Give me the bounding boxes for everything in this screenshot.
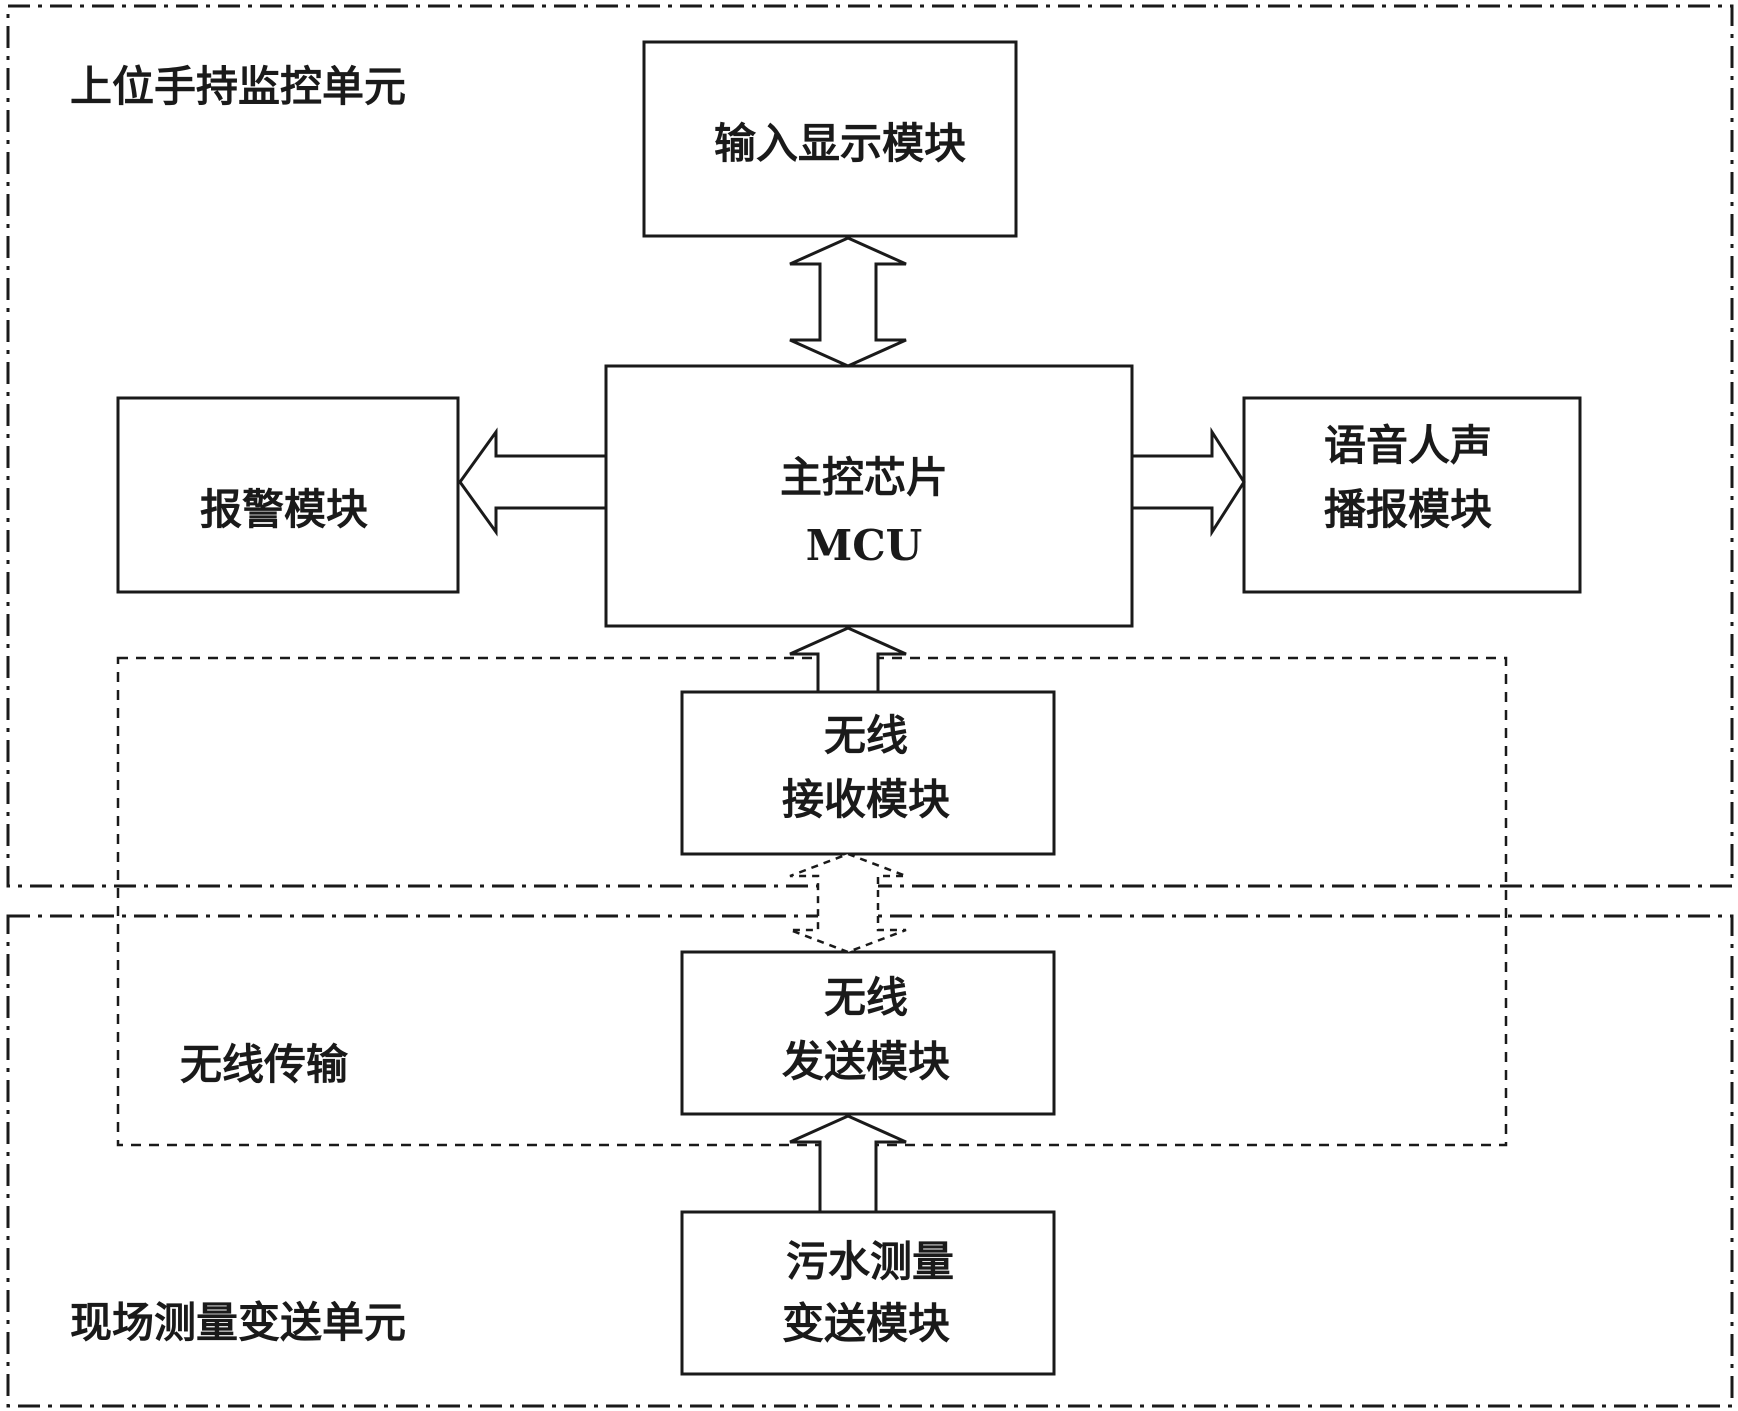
sewage-measure-module-box (680, 1210, 1056, 1376)
wireless-transmission-label: 无线传输 (180, 1040, 349, 1089)
wireless-receive-module-box (680, 690, 1056, 856)
sewage-measure-label-line2: 变送模块 (781, 1299, 951, 1348)
mcu-to-alarm-arrow (458, 427, 608, 537)
input-display-module-label: 输入显示模块 (713, 119, 967, 168)
wireless-receive-label-line1: 无线 (823, 711, 909, 760)
sewage-to-tx-arrow (789, 1114, 907, 1214)
mcu-label-line2: MCU (805, 521, 923, 570)
voice-module-label-line1: 语音人声 (1323, 421, 1493, 470)
mcu-label-line1: 主控芯片 (779, 453, 949, 502)
mcu-to-voice-arrow (1130, 426, 1246, 538)
field-unit-label: 现场测量变送单元 (70, 1298, 407, 1347)
alarm-module-label: 报警模块 (199, 485, 369, 534)
wireless-send-label-line2: 发送模块 (781, 1037, 951, 1086)
rx-to-mcu-arrow (789, 626, 907, 694)
wireless-send-module-box (680, 950, 1056, 1116)
voice-module-label-line2: 播报模块 (1323, 485, 1493, 534)
input-mcu-double-arrow (789, 236, 907, 368)
upper-unit-label: 上位手持监控单元 (70, 62, 407, 111)
alarm-module-box (116, 396, 460, 594)
wireless-receive-label-line2: 接收模块 (781, 775, 951, 824)
wireless-link-double-arrow (789, 852, 907, 954)
wireless-region-boundary (116, 656, 1508, 1147)
wireless-send-label-line1: 无线 (823, 973, 909, 1022)
sewage-measure-label-line1: 污水测量 (785, 1237, 955, 1286)
voice-module-box (1242, 396, 1582, 594)
input-display-module-box (642, 40, 1018, 238)
